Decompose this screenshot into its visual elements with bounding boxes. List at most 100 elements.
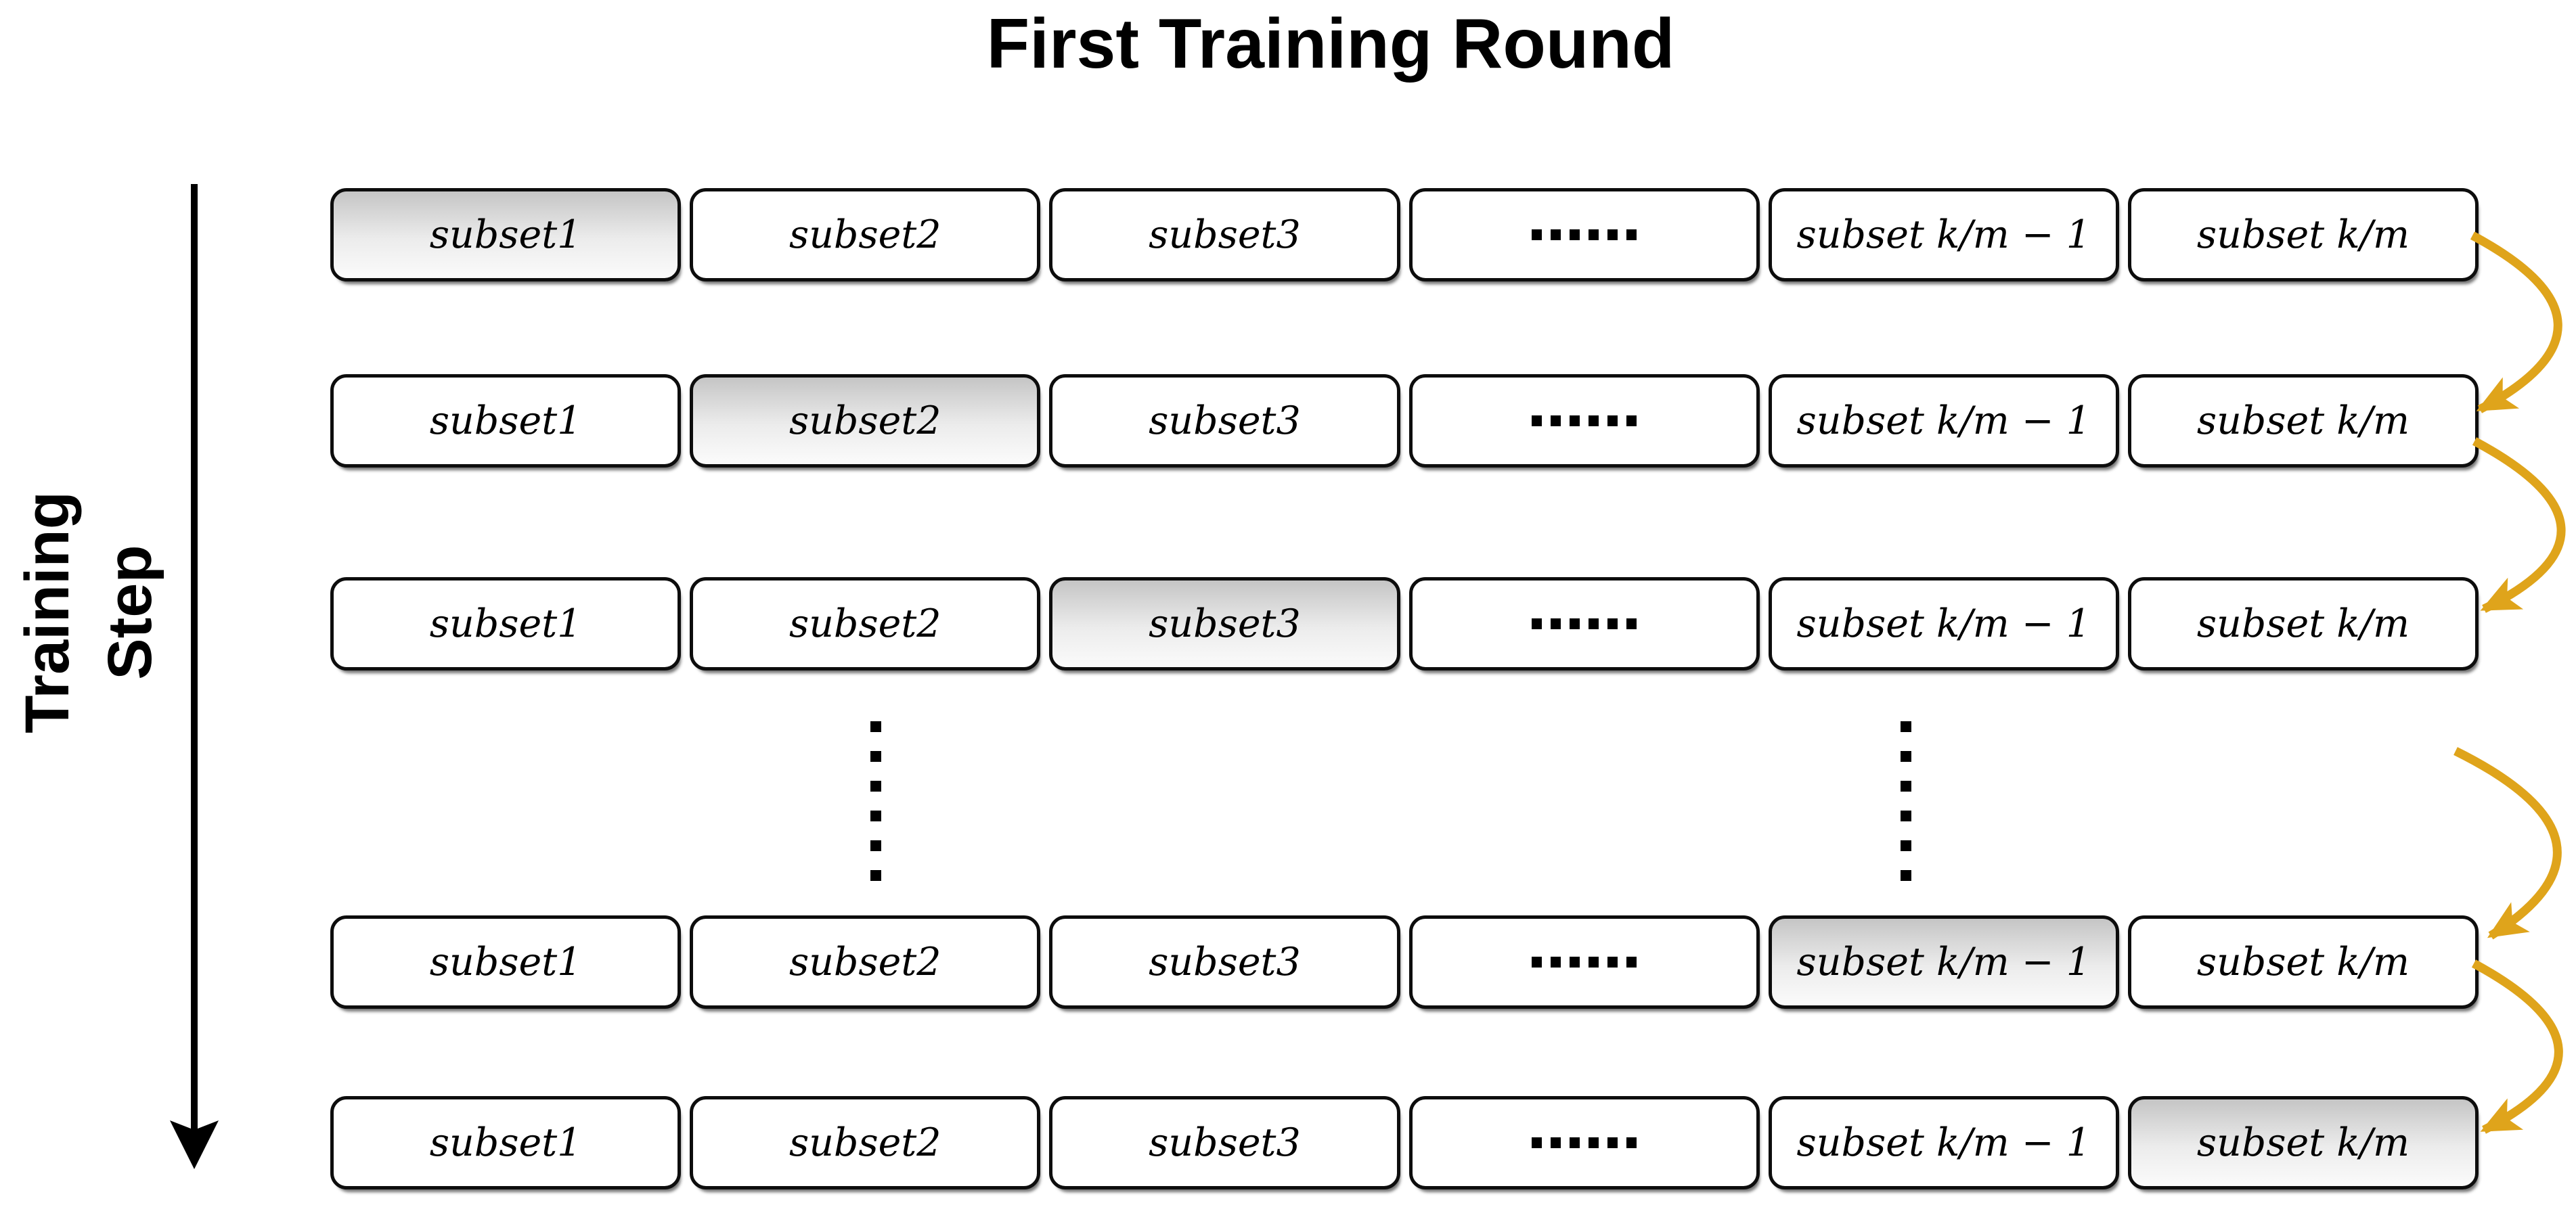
- ellipsis-dash: [1589, 957, 1599, 968]
- ellipsis-box: [1408, 1096, 1760, 1189]
- ellipsis-dot: [1901, 811, 1911, 821]
- subset-box: subset1: [330, 915, 682, 1009]
- ellipsis-dash: [1607, 957, 1618, 968]
- subset-box-label: subset3: [1149, 399, 1301, 443]
- in-row-ellipsis: [1532, 957, 1637, 968]
- figure-title: First Training Round: [986, 5, 1675, 83]
- ellipsis-dash: [1607, 229, 1618, 240]
- ellipsis-dot: [870, 811, 881, 821]
- subset-box: subset2: [690, 577, 1041, 670]
- subset-box: subset k/m − 1: [1768, 577, 2119, 670]
- ellipsis-dash: [1570, 957, 1580, 968]
- ellipsis-dash: [1532, 229, 1542, 240]
- ellipsis-dot: [1901, 751, 1911, 762]
- subset-box: subset3: [1049, 577, 1400, 670]
- ellipsis-box: [1408, 915, 1760, 1009]
- ellipsis-dash: [1626, 957, 1637, 968]
- ellipsis-dash: [1589, 1137, 1599, 1148]
- ellipsis-dash: [1570, 618, 1580, 629]
- in-row-ellipsis: [1532, 229, 1637, 240]
- ellipsis-box: [1408, 374, 1760, 468]
- subset-box: subset k/m − 1: [1768, 188, 2119, 281]
- ellipsis-dash: [1607, 1137, 1618, 1148]
- subset-box-label: subset3: [1149, 940, 1301, 984]
- subset-box-label: subset k/m: [2196, 399, 2410, 443]
- subset-box: subset k/m: [2127, 1096, 2479, 1189]
- ellipsis-dash: [1532, 1137, 1542, 1148]
- subset-box: subset k/m: [2127, 188, 2479, 281]
- ellipsis-dash: [1551, 1137, 1561, 1148]
- subset-box: subset2: [690, 1096, 1041, 1189]
- subset-box: subset3: [1049, 915, 1400, 1009]
- training-step-row-step-1: subset1 subset2 subset3 subset k/m − 1 subse…: [330, 188, 2479, 281]
- ellipsis-dash: [1551, 415, 1561, 426]
- ellipsis-dash: [1532, 415, 1542, 426]
- subset-box-label: subset k/m − 1: [1796, 601, 2091, 646]
- subset-box-label: subset1: [429, 212, 582, 257]
- ellipsis-dash: [1626, 229, 1637, 240]
- subset-box: subset1: [330, 577, 682, 670]
- subset-box-label: subset k/m: [2196, 601, 2410, 646]
- ellipsis-dash: [1570, 415, 1580, 426]
- ellipsis-dot: [1901, 870, 1911, 881]
- ellipsis-dot: [870, 870, 881, 881]
- subset-box-label: subset k/m: [2196, 212, 2410, 257]
- subset-box-label: subset1: [429, 399, 582, 443]
- ellipsis-dot: [870, 840, 881, 851]
- subset-box: subset3: [1049, 188, 1400, 281]
- ellipsis-dash: [1626, 618, 1637, 629]
- in-row-ellipsis: [1532, 1137, 1637, 1148]
- training-step-row-step-2: subset1 subset2 subset3 subset k/m − 1 subse…: [330, 374, 2479, 468]
- ellipsis-dash: [1532, 957, 1542, 968]
- subset-box-label: subset k/m − 1: [1796, 940, 2091, 984]
- ellipsis-dash: [1589, 415, 1599, 426]
- subset-box: subset2: [690, 374, 1041, 468]
- ellipsis-dash: [1532, 618, 1542, 629]
- ellipsis-dot: [870, 751, 881, 762]
- hidden-steps-ellipsis-right: [1901, 721, 1911, 881]
- subset-box-label: subset k/m − 1: [1796, 212, 2091, 257]
- subset-box: subset k/m: [2127, 577, 2479, 670]
- subset-box-label: subset1: [429, 601, 582, 646]
- subset-box-label: subset3: [1149, 1120, 1301, 1165]
- subset-box: subset k/m: [2127, 915, 2479, 1009]
- hidden-steps-ellipsis-left: [870, 721, 881, 881]
- subset-box-label: subset2: [789, 212, 941, 257]
- ellipsis-dot: [1901, 840, 1911, 851]
- ellipsis-box: [1408, 577, 1760, 670]
- subset-box-label: subset k/m − 1: [1796, 399, 2091, 443]
- in-row-ellipsis: [1532, 415, 1637, 426]
- ellipsis-dash: [1551, 229, 1561, 240]
- subset-box: subset1: [330, 374, 682, 468]
- ellipsis-dash: [1626, 1137, 1637, 1148]
- subset-box: subset1: [330, 1096, 682, 1189]
- ellipsis-dash: [1551, 957, 1561, 968]
- training-step-row-step-5: subset1 subset2 subset3 subset k/m − 1 subse…: [330, 1096, 2479, 1189]
- subset-box: subset k/m: [2127, 374, 2479, 468]
- ellipsis-dash: [1551, 618, 1561, 629]
- subset-box: subset2: [690, 915, 1041, 1009]
- subset-box: subset3: [1049, 374, 1400, 468]
- subset-box: subset1: [330, 188, 682, 281]
- ellipsis-box: [1408, 188, 1760, 281]
- subset-box: subset k/m − 1: [1768, 915, 2119, 1009]
- subset-box: subset2: [690, 188, 1041, 281]
- ellipsis-dot: [1901, 721, 1911, 732]
- ellipsis-dash: [1607, 618, 1618, 629]
- subset-box-label: subset k/m − 1: [1796, 1120, 2091, 1165]
- training-step-row-step-4: subset1 subset2 subset3 subset k/m − 1 subse…: [330, 915, 2479, 1009]
- in-row-ellipsis: [1532, 618, 1637, 629]
- ellipsis-dash: [1626, 415, 1637, 426]
- subset-box-label: subset2: [789, 1120, 941, 1165]
- ellipsis-dot: [1901, 781, 1911, 792]
- ellipsis-dash: [1570, 1137, 1580, 1148]
- ellipsis-dot: [870, 721, 881, 732]
- subset-box-label: subset2: [789, 399, 941, 443]
- subset-box-label: subset1: [429, 1120, 582, 1165]
- ellipsis-dot: [870, 781, 881, 792]
- subset-box-label: subset1: [429, 940, 582, 984]
- subset-box-label: subset k/m: [2196, 940, 2410, 984]
